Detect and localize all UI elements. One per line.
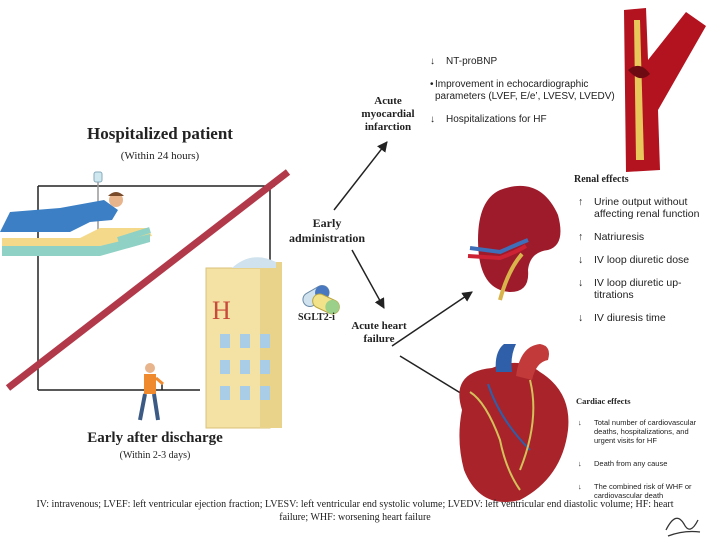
hospital-building-icon (205, 257, 282, 429)
arrow-down-icon: ↓ (578, 277, 584, 289)
arrow-to-ami (333, 141, 388, 211)
hospitalized-subtitle: (Within 24 hours) (120, 150, 200, 162)
arrow-down-icon: ↓ (578, 482, 582, 491)
arrow-down-icon: ↓ (430, 114, 435, 125)
bullet-icon: • (430, 79, 434, 90)
arrow-to-ahf (351, 249, 385, 309)
hospitalized-title: Hospitalized patient (87, 124, 233, 143)
renal-effect-text: Urine output without affecting renal fun… (594, 196, 700, 220)
ami-effect-text: Improvement in echocardiographic paramet… (435, 79, 615, 102)
renal-effect-item: ↑ Urine output without affecting renal f… (578, 196, 706, 220)
discharge-subtitle: (Within 2-3 days) (119, 450, 191, 461)
arrow-up-icon: ↑ (578, 231, 584, 243)
renal-effect-text: Natriuresis (594, 231, 645, 243)
heart-icon (459, 344, 569, 502)
cardiac-effects-title: Cardiac effects (576, 396, 631, 406)
renal-effect-item: ↓ IV loop diuretic up-titrations (578, 277, 706, 301)
abbreviations-footnote: IV: intravenous; LVEF: left ventricular … (36, 499, 674, 523)
cardiac-effect-item: ↓ The combined risk of WHF or cardiovasc… (578, 482, 706, 500)
cardiac-effect-item: ↓ Total number of cardiovascular deaths,… (578, 418, 706, 445)
arrow-to-renal (391, 291, 473, 347)
hospital-bed-icon (0, 171, 152, 256)
hospital-sign: H (212, 296, 231, 325)
arrow-down-icon: ↓ (578, 312, 584, 324)
early-administration-label: Early administration (288, 216, 365, 245)
ami-effect-item: ↓ NT-proBNP (430, 56, 640, 68)
cardiac-effect-text: Total number of cardiovascular deaths, h… (594, 418, 697, 445)
artery-icon (624, 8, 706, 172)
cardiac-effects-list: ↓ Total number of cardiovascular deaths,… (578, 418, 706, 514)
diagonal-slash (5, 169, 291, 391)
ahf-node-label: Acute heart failure (351, 320, 407, 345)
arrow-down-icon: ↓ (578, 254, 584, 266)
pills-icon (302, 285, 340, 315)
signature-mark (665, 517, 701, 537)
cardiac-effect-text: Death from any cause (594, 459, 668, 468)
arrow-up-icon: ↑ (578, 196, 584, 208)
walking-person-icon (138, 363, 164, 421)
renal-effects-title: Renal effects (574, 174, 629, 185)
cardiac-effect-text: The combined risk of WHF or cardiovascul… (594, 482, 692, 500)
ami-effect-item: ↓ Hospitalizations for HF (430, 114, 640, 126)
ami-effect-text: NT-proBNP (446, 56, 498, 67)
sglt2-label: SGLT2-i (298, 312, 335, 323)
arrow-down-icon: ↓ (578, 459, 582, 468)
arrow-down-icon: ↓ (578, 418, 582, 427)
renal-effects-list: ↑ Urine output without affecting renal f… (578, 196, 706, 335)
renal-effect-text: IV loop diuretic up-titrations (594, 277, 682, 301)
kidney-icon (467, 185, 561, 301)
cardiac-effect-item: ↓ Death from any cause (578, 459, 706, 468)
renal-effect-item: ↑ Natriuresis (578, 231, 706, 243)
arrow-down-icon: ↓ (430, 56, 435, 67)
ami-effect-text: Hospitalizations for HF (446, 114, 547, 125)
renal-effect-item: ↓ IV diuresis time (578, 312, 706, 324)
renal-effect-item: ↓ IV loop diuretic dose (578, 254, 706, 266)
renal-effect-text: IV loop diuretic dose (594, 254, 690, 266)
renal-effect-text: IV diuresis time (594, 312, 666, 324)
ami-node-label: Acute myocardial infarction (361, 95, 415, 133)
discharge-title: Early after discharge (87, 430, 223, 446)
ami-effects-list: ↓ NT-proBNP • Improvement in echocardiog… (430, 56, 640, 137)
ami-effect-item: • Improvement in echocardiographic param… (430, 79, 640, 103)
